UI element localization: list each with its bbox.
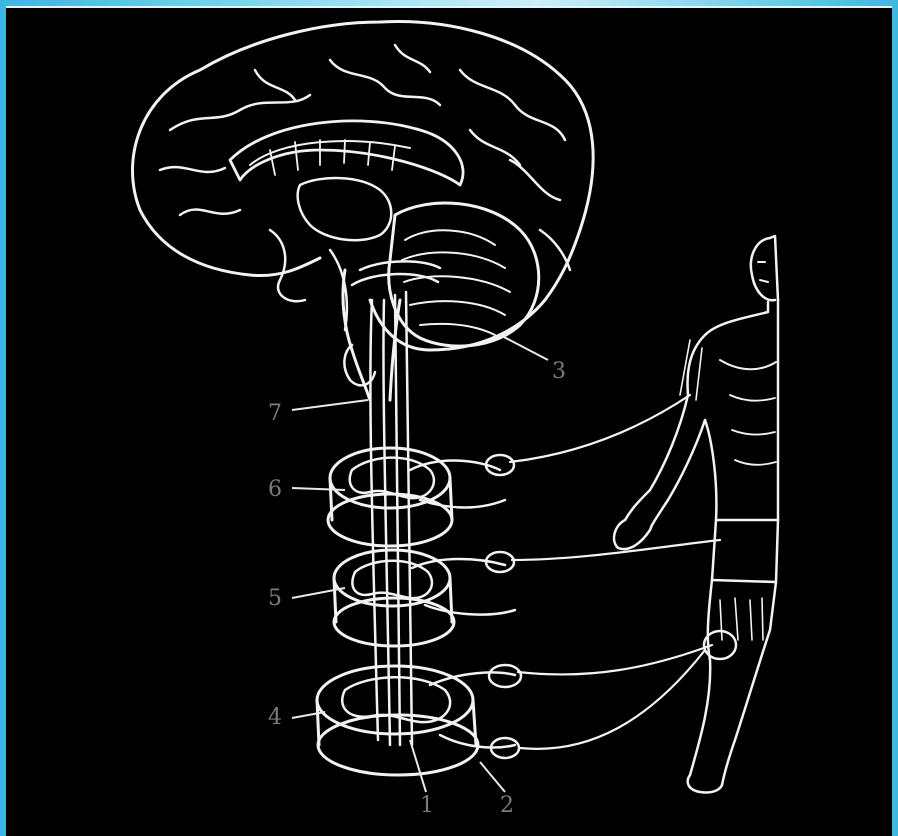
human-figure (614, 236, 778, 793)
peripheral-nerves (510, 395, 720, 749)
spinal-segment-lower (317, 665, 521, 775)
label-4: 4 (268, 705, 282, 730)
spinal-segment-upper (328, 448, 514, 546)
label-6: 6 (268, 477, 282, 502)
label-3: 3 (552, 359, 566, 384)
label-7: 7 (268, 401, 282, 426)
spinal-segment-middle (334, 550, 515, 646)
label-1: 1 (420, 793, 434, 818)
label-2: 2 (500, 793, 514, 818)
brain-illustration (133, 21, 594, 400)
label-5: 5 (268, 586, 282, 611)
